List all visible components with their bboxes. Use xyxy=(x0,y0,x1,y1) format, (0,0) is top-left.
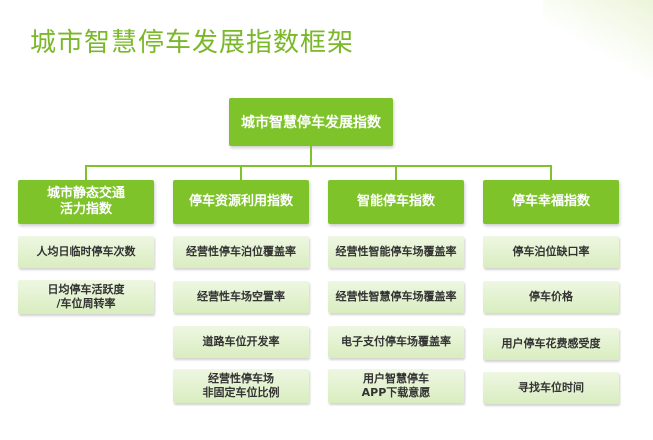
connector-cat-3 xyxy=(395,165,397,180)
indicator-label: 人均日临时停车次数 xyxy=(36,245,136,258)
indicator-label: 停车泊位缺口率 xyxy=(512,245,590,258)
decorative-corner xyxy=(543,0,653,80)
category-label: 停车幸福指数 xyxy=(511,194,590,209)
indicator-label: 经营性停车泊位覆盖率 xyxy=(186,245,296,258)
indicator-item: 经营性车场空置率 xyxy=(173,281,309,313)
indicator-item: 经营性停车场 非固定车位比例 xyxy=(173,369,309,403)
indicator-item: 经营性停车泊位覆盖率 xyxy=(173,236,309,268)
indicator-item: 经营性智慧停车场覆盖率 xyxy=(328,281,464,313)
connector-cat-1 xyxy=(85,165,87,180)
indicator-item: 停车价格 xyxy=(483,281,619,313)
indicator-item: 经营性智能停车场覆盖率 xyxy=(328,236,464,268)
indicator-item: 用户停车花费感受度 xyxy=(483,328,619,360)
indicator-label: 电子支付停车场覆盖率 xyxy=(341,335,451,348)
indicator-item: 停车泊位缺口率 xyxy=(483,236,619,268)
connector-cat-4 xyxy=(550,165,552,180)
indicator-item: 电子支付停车场覆盖率 xyxy=(328,326,464,358)
indicator-item: 日均停车活跃度 /车位周转率 xyxy=(18,280,154,314)
category-parking-happiness: 停车幸福指数 xyxy=(483,180,619,224)
indicator-label: 经营性智慧停车场覆盖率 xyxy=(335,290,457,303)
indicator-label: 用户智慧停车 APP下载意愿 xyxy=(361,372,431,399)
indicator-label: 停车价格 xyxy=(529,290,573,303)
category-label: 城市静态交通 活力指数 xyxy=(46,186,125,217)
indicator-item: 道路车位开发率 xyxy=(173,326,309,358)
indicator-item: 用户智慧停车 APP下载意愿 xyxy=(328,369,464,403)
category-resource-utilization: 停车资源利用指数 xyxy=(173,180,309,224)
root-node: 城市智慧停车发展指数 xyxy=(229,98,393,146)
category-static-traffic: 城市静态交通 活力指数 xyxy=(18,180,154,224)
indicator-item: 人均日临时停车次数 xyxy=(18,236,154,268)
page-title: 城市智慧停车发展指数框架 xyxy=(30,28,355,58)
indicator-label: 寻找车位时间 xyxy=(518,381,584,394)
indicator-label: 经营性停车场 非固定车位比例 xyxy=(202,372,280,399)
category-label: 智能停车指数 xyxy=(356,194,435,209)
connector-cat-2 xyxy=(240,165,242,180)
category-label: 停车资源利用指数 xyxy=(188,194,293,209)
connector-horizontal xyxy=(85,165,552,167)
indicator-label: 道路车位开发率 xyxy=(202,335,280,348)
connector-root-down xyxy=(310,146,312,166)
category-smart-parking: 智能停车指数 xyxy=(328,180,464,224)
indicator-label: 用户停车花费感受度 xyxy=(501,337,601,350)
indicator-label: 经营性车场空置率 xyxy=(197,290,285,303)
indicator-label: 日均停车活跃度 /车位周转率 xyxy=(47,283,125,310)
root-label: 城市智慧停车发展指数 xyxy=(241,115,381,131)
indicator-label: 经营性智能停车场覆盖率 xyxy=(335,245,457,258)
indicator-item: 寻找车位时间 xyxy=(483,372,619,404)
